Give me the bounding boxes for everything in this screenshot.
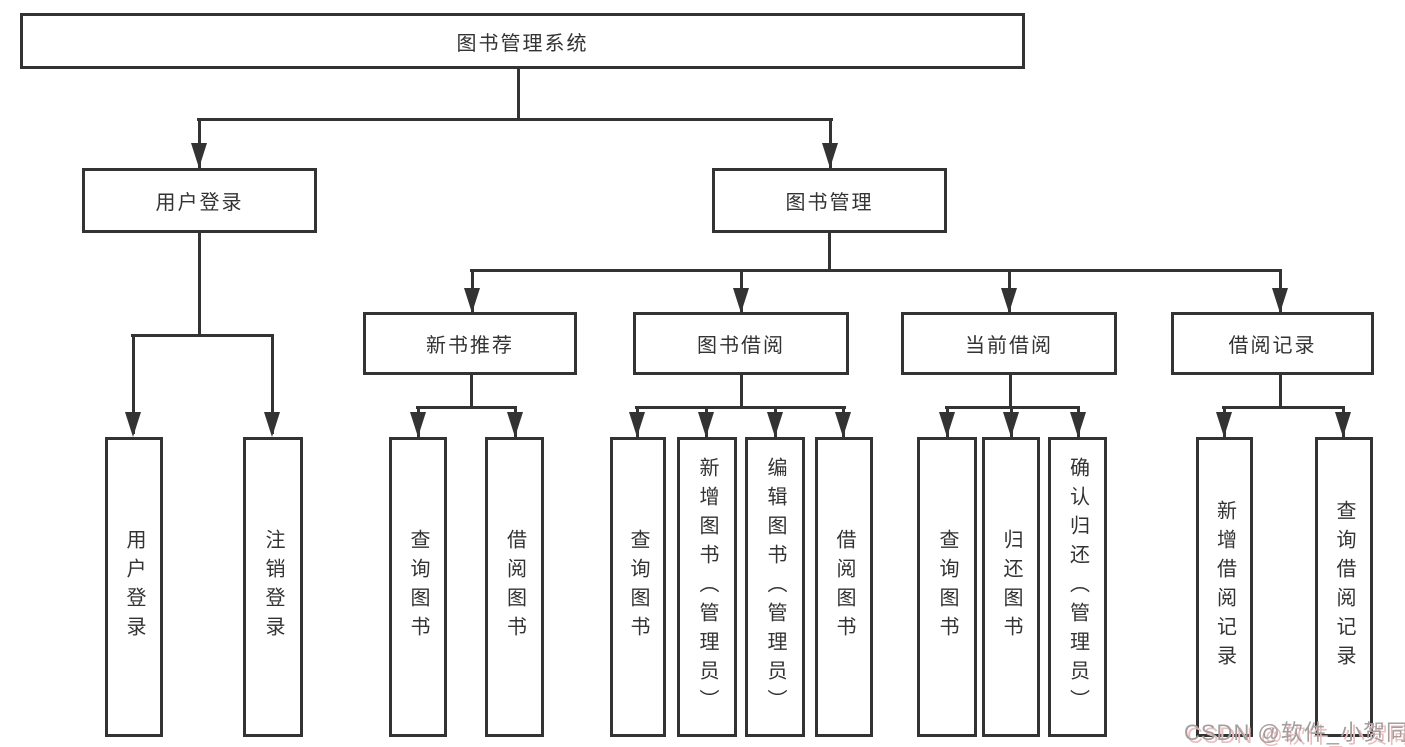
node-book-management-label: 图书管理	[785, 192, 874, 214]
arrowhead-down-icon	[733, 288, 749, 313]
connector-userlogin-hline	[131, 334, 274, 337]
arrowhead-down-icon	[698, 412, 714, 437]
leaf-add-borrow-record: 新增借阅记录	[1196, 437, 1253, 737]
arrowhead-down-icon	[835, 412, 851, 437]
connector-root-stem	[517, 69, 520, 119]
connector-userlogin-stem	[198, 231, 201, 335]
node-book-management: 图书管理	[712, 168, 947, 233]
leaf-borrow-book-recommend: 借阅图书	[485, 437, 544, 737]
arrowhead-down-icon	[191, 143, 207, 168]
leaf-label: 确认归还（管理员）	[1066, 456, 1089, 718]
connector-bookmgmt-hline	[470, 269, 1282, 272]
node-borrow-records: 借阅记录	[1171, 312, 1374, 375]
arrowhead-down-icon	[264, 412, 280, 437]
arrowhead-down-icon	[464, 288, 480, 313]
arrowhead-down-icon	[1070, 412, 1086, 437]
leaf-label: 查询借阅记录	[1333, 500, 1355, 674]
arrowhead-down-icon	[1001, 288, 1017, 313]
node-new-book-recommend: 新书推荐	[363, 312, 577, 375]
node-current-borrow: 当前借阅	[901, 312, 1117, 375]
leaf-label: 借阅图书	[503, 529, 526, 645]
leaf-label: 用户登录	[123, 529, 145, 645]
node-user-login-label: 用户登录	[155, 192, 244, 214]
connector-newbook-hline	[416, 406, 517, 409]
leaf-add-book-admin: 新增图书（管理员）	[677, 437, 737, 737]
arrowhead-down-icon	[507, 412, 523, 437]
node-root: 图书管理系统	[20, 13, 1025, 69]
node-book-borrow-label: 图书借阅	[697, 335, 785, 357]
node-book-borrow: 图书借阅	[633, 312, 849, 375]
arrowhead-down-icon	[125, 412, 141, 437]
leaf-logout: 注销登录	[243, 437, 303, 737]
arrowhead-down-icon	[767, 412, 783, 437]
node-current-borrow-label: 当前借阅	[965, 335, 1053, 357]
arrowhead-down-icon	[1216, 412, 1232, 437]
connector-root-hline	[197, 118, 833, 121]
leaf-query-book-recommend: 查询图书	[389, 437, 447, 737]
connector-current-stem	[1009, 374, 1012, 408]
connector-newbook-stem	[470, 374, 473, 408]
connector-borrow-stem	[740, 374, 743, 408]
leaf-label: 查询图书	[627, 529, 649, 645]
leaf-label: 查询图书	[936, 529, 958, 645]
connector-drop-leaf	[271, 334, 274, 434]
leaf-query-borrow-record: 查询借阅记录	[1315, 437, 1373, 737]
arrowhead-down-icon	[1003, 412, 1019, 437]
arrowhead-down-icon	[939, 412, 955, 437]
connector-records-hline	[1222, 406, 1345, 409]
node-root-label: 图书管理系统	[456, 32, 589, 55]
leaf-query-book-borrow: 查询图书	[610, 437, 666, 737]
connector-bookmgmt-stem	[828, 231, 831, 271]
leaf-label: 查询图书	[407, 529, 429, 645]
csdn-watermark: CSDN @软件_小贺同学	[1184, 720, 1405, 745]
leaf-borrow-book: 借阅图书	[815, 437, 873, 737]
leaf-return-book: 归还图书	[982, 437, 1040, 737]
leaf-label: 编辑图书（管理员）	[764, 456, 786, 718]
arrowhead-down-icon	[822, 143, 838, 168]
leaf-label: 新增借阅记录	[1213, 500, 1236, 674]
leaf-query-book-current: 查询图书	[917, 437, 977, 737]
connector-drop-leaf	[132, 334, 135, 434]
leaf-label: 借阅图书	[833, 529, 855, 645]
connector-borrow-hline	[635, 406, 846, 409]
arrowhead-down-icon	[410, 412, 426, 437]
node-borrow-records-label: 借阅记录	[1228, 335, 1317, 357]
arrowhead-down-icon	[629, 412, 645, 437]
leaf-label: 新增图书（管理员）	[696, 456, 718, 718]
leaf-confirm-return-admin: 确认归还（管理员）	[1048, 437, 1107, 737]
arrowhead-down-icon	[1272, 288, 1288, 313]
leaf-label: 归还图书	[1000, 529, 1022, 645]
node-user-login: 用户登录	[82, 168, 317, 233]
leaf-label: 注销登录	[262, 529, 284, 645]
connector-records-stem	[1279, 374, 1282, 408]
leaf-user-login: 用户登录	[105, 437, 163, 737]
leaf-edit-book-admin: 编辑图书（管理员）	[745, 437, 805, 737]
node-new-book-recommend-label: 新书推荐	[426, 335, 514, 357]
arrowhead-down-icon	[1335, 412, 1351, 437]
